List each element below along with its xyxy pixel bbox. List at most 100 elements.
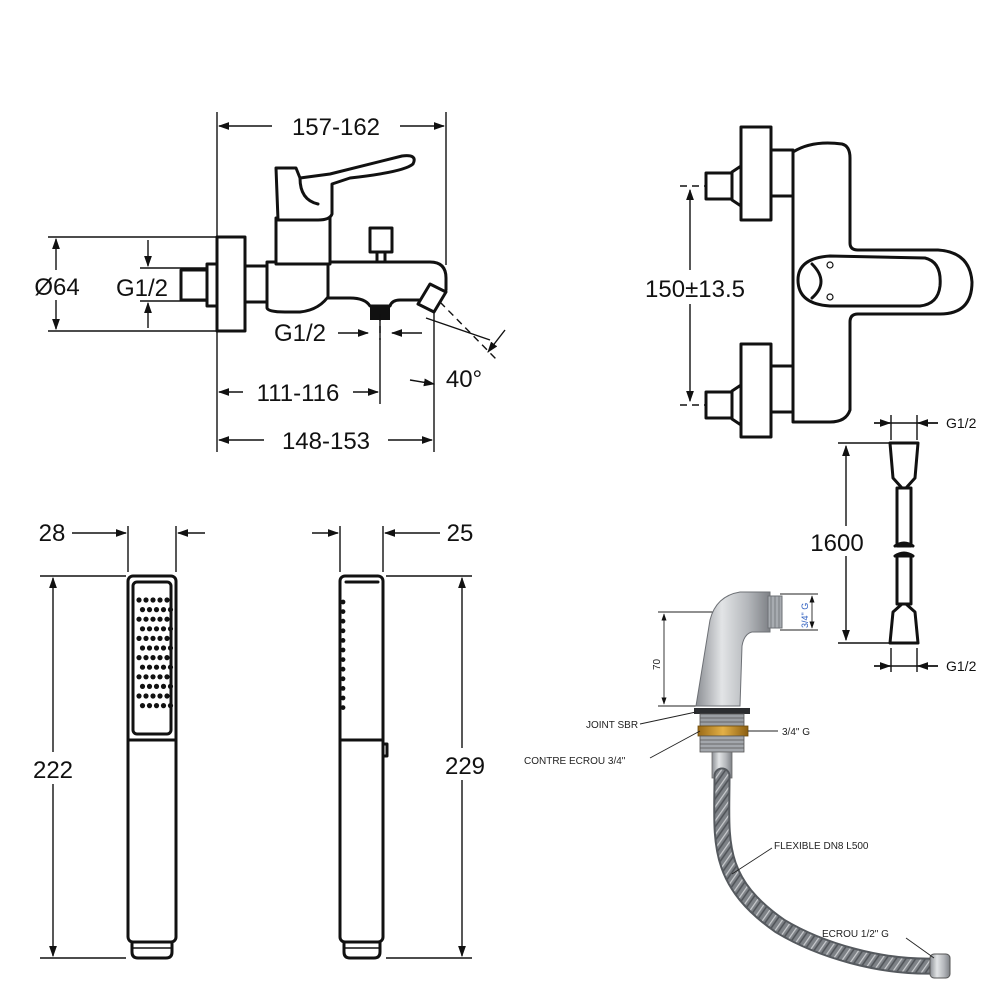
nozzle-dot <box>164 635 170 642</box>
spout-length-dim: 148-153 <box>282 428 370 455</box>
hose-bottom-thread: G1/2 <box>946 658 977 674</box>
hand-shower-front-view: 28 222 <box>22 520 205 960</box>
nozzle-dot <box>139 645 146 651</box>
nozzle-dot <box>157 616 163 622</box>
label-flexible: FLEXIBLE DN8 L500 <box>774 841 869 852</box>
brass-lock-nut <box>697 725 749 737</box>
side-nozzle-dot <box>340 657 346 662</box>
nozzle-dot <box>143 597 149 603</box>
nozzle-dot <box>167 607 174 613</box>
flexible-hose <box>715 769 943 973</box>
nozzle-dot <box>167 664 174 670</box>
nozzle-dot <box>157 597 163 603</box>
nozzle-dot <box>139 626 146 632</box>
nozzle-dot <box>146 607 153 613</box>
nozzle-dot <box>167 626 174 632</box>
side-nozzle-dot <box>340 686 346 691</box>
nozzle-dot <box>153 664 160 670</box>
label-ecrou: ECROU 1/2" G <box>822 929 889 940</box>
shower-handle-side <box>338 574 385 944</box>
spout <box>326 260 448 308</box>
wall-plate-diameter-dim: Ø64 <box>34 274 79 301</box>
nozzle-dot <box>157 674 163 680</box>
shower-handle-front <box>126 574 178 944</box>
label-contre-ecrou: CONTRE ECROU 3/4" <box>524 756 626 767</box>
side-nozzle-dot <box>340 647 346 653</box>
nozzle-dot <box>143 635 149 642</box>
lower-wall-plate <box>739 342 773 439</box>
nozzle-dot <box>139 664 146 670</box>
nozzle-dot <box>136 597 142 603</box>
side-nozzle-dot <box>340 666 346 672</box>
nozzle-dot <box>164 674 170 680</box>
kit-top-thread: 3/4" G <box>800 603 810 628</box>
front-height-dim: 222 <box>33 757 73 784</box>
side-nozzle-dot <box>340 618 346 624</box>
nozzle-dot <box>150 655 156 661</box>
side-nozzle-dot <box>340 638 346 643</box>
side-nozzle-dot <box>340 676 346 682</box>
side-nozzle-dot <box>340 695 346 701</box>
nozzle-dot <box>157 693 163 699</box>
nozzle-dot <box>150 674 156 680</box>
wall-plate <box>215 235 247 333</box>
nozzle-dot <box>143 655 149 661</box>
nozzle-dot <box>139 703 146 709</box>
diverter-knob <box>368 226 394 254</box>
nozzle-dot <box>167 703 174 709</box>
nozzle-dot <box>146 683 153 690</box>
nozzle-dot <box>153 703 160 709</box>
spray-nozzles <box>136 597 174 709</box>
nozzle-dot <box>160 664 167 670</box>
nozzle-dot <box>167 683 174 690</box>
spout-angle-dim: 40° <box>446 366 482 393</box>
side-nozzle-dot <box>340 599 346 605</box>
lever-top-view <box>796 254 942 308</box>
nozzle-dot <box>143 693 149 699</box>
nozzle-dot <box>150 597 156 603</box>
side-height-dim: 229 <box>445 753 485 780</box>
nozzle-dot <box>136 674 142 680</box>
side-nozzle-dot <box>340 705 346 710</box>
lever-handle <box>274 154 416 222</box>
nozzle-dot <box>153 607 160 613</box>
nozzle-dot <box>150 616 156 622</box>
center-distance-dim: 150±13.5 <box>645 276 745 303</box>
side-nozzle-row <box>340 599 346 710</box>
nozzle-dot <box>164 655 170 661</box>
nozzle-dot <box>157 655 163 661</box>
nozzle-dot <box>164 693 170 699</box>
mixer-front-view: 157-162 Ø64 G1/2 <box>30 110 506 456</box>
nozzle-dot <box>136 635 142 642</box>
nozzle-dot <box>153 683 160 690</box>
shower-hose: G1/2 1600 G1/2 <box>808 415 977 674</box>
nozzle-dot <box>160 626 167 632</box>
diverter-elbow <box>695 591 771 707</box>
nozzle-dot <box>150 635 156 642</box>
nozzle-dot <box>139 607 146 613</box>
inlet-thread-dim: G1/2 <box>116 275 168 302</box>
nozzle-dot <box>164 597 170 603</box>
hand-shower-side-view: 25 229 <box>312 520 492 960</box>
nozzle-dot <box>160 703 167 709</box>
nozzle-dot <box>136 616 142 622</box>
nozzle-dot <box>150 693 156 699</box>
hose-end-nut <box>929 953 951 979</box>
hose-length-dim: 1600 <box>810 530 863 557</box>
nozzle-dot <box>157 635 163 642</box>
nozzle-dot <box>146 626 153 632</box>
label-thread: 3/4" G <box>782 727 810 738</box>
nozzle-dot <box>164 616 170 622</box>
nozzle-dot <box>146 664 153 670</box>
front-width-dim: 28 <box>39 520 66 547</box>
nozzle-dot <box>139 683 146 690</box>
upper-wall-plate <box>739 125 773 222</box>
hose-top-thread: G1/2 <box>946 415 977 431</box>
side-nozzle-dot <box>340 609 346 614</box>
nozzle-dot <box>153 645 160 651</box>
nozzle-dot <box>160 683 167 690</box>
outlet-thread-dim: G1/2 <box>274 320 326 347</box>
side-width-dim: 25 <box>447 520 474 547</box>
nozzle-dot <box>146 703 153 709</box>
mixer-top-view: 150±13.5 <box>630 125 974 439</box>
